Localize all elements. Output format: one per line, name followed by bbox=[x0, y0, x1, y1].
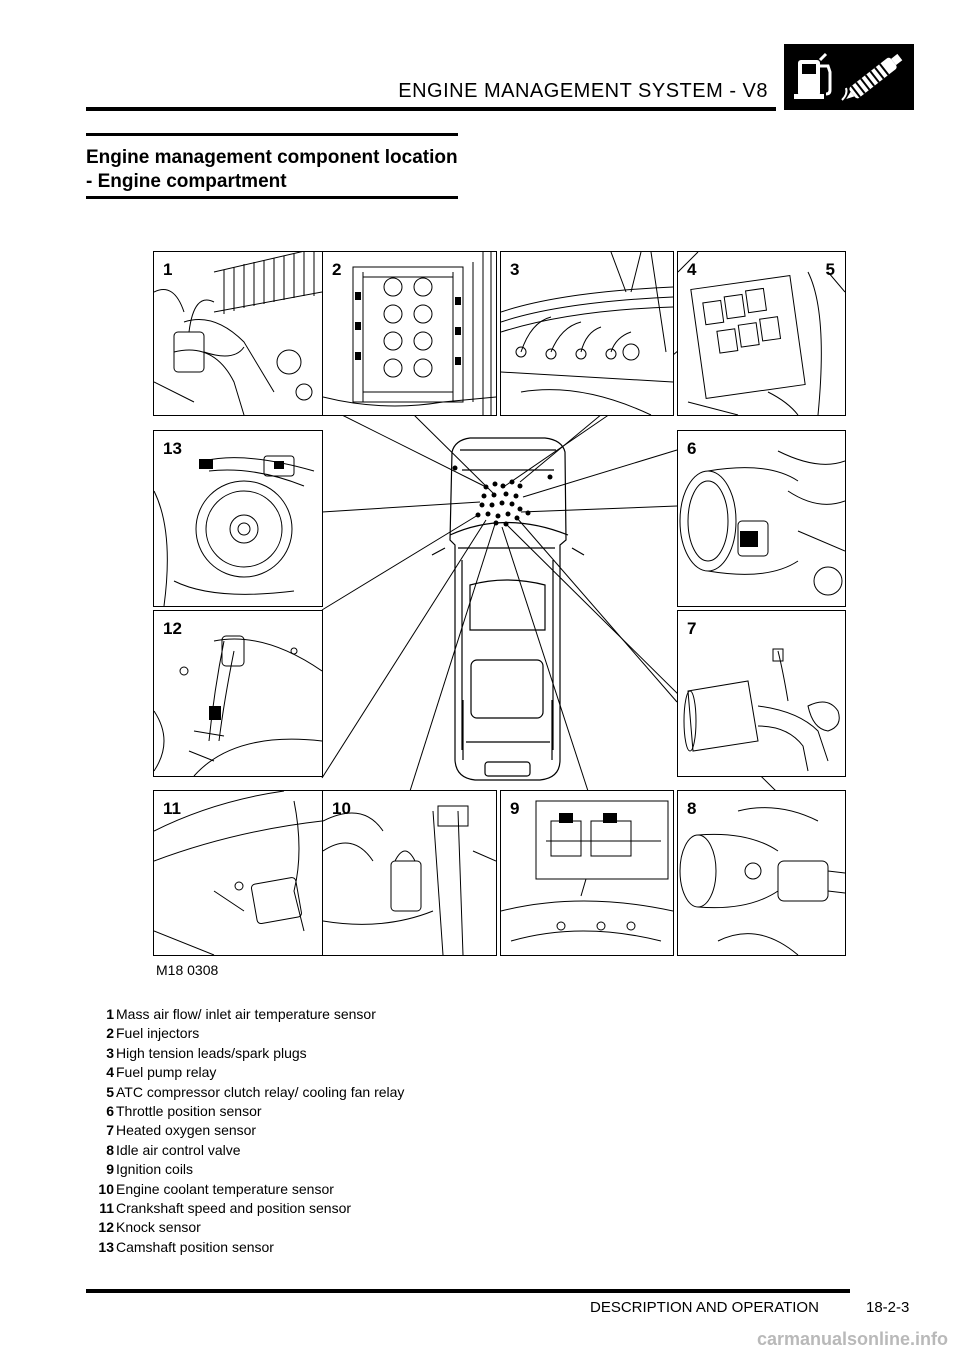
panel-number: 2 bbox=[332, 260, 342, 279]
page-number: 18-2-3 bbox=[866, 1299, 910, 1316]
panel-idle-air-control-valve: 8 bbox=[677, 790, 846, 956]
legend-number: 8 bbox=[106, 1141, 114, 1158]
relay-box-illustration bbox=[678, 252, 845, 415]
section-rule-top bbox=[86, 133, 458, 136]
panel-relays: 4 5 bbox=[677, 251, 846, 416]
legend-number: 9 bbox=[106, 1161, 114, 1178]
panel-number: 4 bbox=[687, 260, 697, 279]
panel-ignition-coils: 9 bbox=[500, 790, 674, 956]
oxygen-sensor-illustration bbox=[683, 648, 840, 772]
section-heading: Engine management component location - E… bbox=[86, 147, 458, 192]
footer-rule bbox=[86, 1289, 850, 1293]
watermark: carmanualsonline.info bbox=[756, 1329, 948, 1349]
panel-oxygen-sensor: 7 bbox=[677, 610, 846, 777]
legend-number: 11 bbox=[99, 1200, 114, 1217]
header-rule bbox=[86, 107, 776, 111]
legend-number: 13 bbox=[98, 1238, 114, 1255]
ignition-coils-illustration bbox=[501, 800, 673, 942]
legend-number: 10 bbox=[98, 1180, 114, 1197]
legend-text: Ignition coils bbox=[116, 1161, 194, 1178]
panel-number: 8 bbox=[687, 799, 697, 818]
fuel-injectors-illustration bbox=[323, 252, 496, 415]
legend-number: 2 bbox=[106, 1025, 114, 1042]
panel-coolant-temperature-sensor: 10 bbox=[322, 790, 497, 956]
mass-air-flow-sensor-illustration bbox=[154, 252, 322, 415]
panel-number: 10 bbox=[332, 799, 351, 818]
panel-mass-air-flow-sensor: 1 bbox=[153, 251, 323, 416]
legend-number: 3 bbox=[106, 1044, 114, 1061]
panel-number: 3 bbox=[510, 260, 520, 279]
panel-number: 13 bbox=[163, 439, 182, 458]
legend-number: 7 bbox=[106, 1122, 114, 1139]
panel-number: 5 bbox=[825, 260, 835, 279]
legend-text: Mass air flow/ inlet air temperature sen… bbox=[116, 1006, 376, 1022]
footer-section-name: DESCRIPTION AND OPERATION bbox=[590, 1299, 819, 1316]
idle-air-valve-illustration bbox=[679, 807, 845, 955]
legend-text: Engine coolant temperature sensor bbox=[116, 1180, 334, 1197]
legend-text: Knock sensor bbox=[116, 1219, 201, 1236]
section-rule-bottom bbox=[86, 196, 458, 199]
legend-text: Heated oxygen sensor bbox=[116, 1122, 257, 1139]
panel-number: 6 bbox=[687, 439, 697, 458]
legend-text: ATC compressor clutch relay/ cooling fan… bbox=[116, 1083, 405, 1100]
legend-text: Fuel pump relay bbox=[116, 1064, 217, 1081]
legend-number: 4 bbox=[106, 1064, 114, 1081]
camshaft-sensor-illustration bbox=[154, 455, 315, 606]
legend-text: Camshaft position sensor bbox=[116, 1238, 274, 1255]
panel-number: 7 bbox=[687, 619, 697, 638]
legend-text: Crankshaft speed and position sensor bbox=[116, 1200, 352, 1217]
legend-number: 1 bbox=[106, 1006, 114, 1022]
fuel-pump-and-injector-icon bbox=[784, 44, 914, 110]
crankshaft-sensor-illustration bbox=[154, 791, 322, 955]
legend-text: High tension leads/spark plugs bbox=[116, 1044, 307, 1061]
legend-text: Throttle position sensor bbox=[116, 1103, 262, 1120]
panel-knock-sensor: 12 bbox=[153, 610, 323, 777]
panel-number: 9 bbox=[510, 799, 520, 818]
panel-fuel-injectors: 2 bbox=[322, 251, 497, 416]
panel-spark-plug-leads: 3 bbox=[500, 251, 674, 416]
legend-number: 5 bbox=[106, 1083, 114, 1100]
panel-crankshaft-sensor: 11 bbox=[153, 790, 323, 956]
legend-number: 12 bbox=[98, 1219, 114, 1236]
page-header-title: ENGINE MANAGEMENT SYSTEM - V8 bbox=[398, 80, 768, 102]
panel-throttle-position-sensor: 6 bbox=[677, 430, 846, 607]
legend-text: Idle air control valve bbox=[116, 1141, 241, 1158]
panel-number: 12 bbox=[163, 619, 182, 638]
panel-camshaft-sensor: 13 bbox=[153, 430, 323, 607]
legend-text: Fuel injectors bbox=[116, 1025, 200, 1042]
throttle-position-sensor-illustration bbox=[679, 450, 845, 596]
knock-sensor-illustration bbox=[154, 635, 322, 776]
figure-code: M18 0308 bbox=[156, 962, 219, 978]
panel-number: 1 bbox=[163, 260, 173, 279]
legend-number: 6 bbox=[106, 1103, 114, 1120]
spark-plug-leads-illustration bbox=[501, 252, 673, 415]
coolant-sensor-illustration bbox=[323, 805, 496, 955]
panel-number: 11 bbox=[163, 799, 181, 818]
